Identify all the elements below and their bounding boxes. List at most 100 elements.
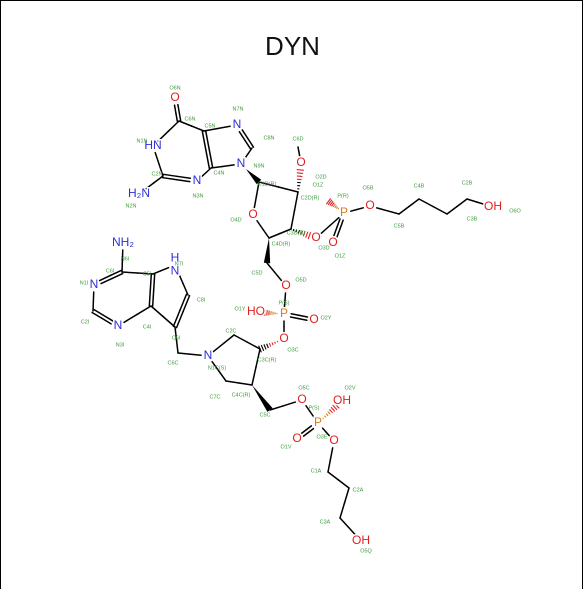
bond-PB-O5B	[351, 208, 363, 211]
atom-annotation: C4D(R)	[272, 241, 291, 247]
atom-annotation: C1A	[311, 468, 322, 474]
bond-O3E-C1A	[328, 448, 333, 472]
atom-symbol-o3e: O	[329, 433, 338, 447]
bond-C9I-C8I	[173, 294, 189, 327]
atom-symbol-o3c: O	[279, 331, 288, 345]
bond-O4D-C4D	[257, 221, 269, 238]
atom-annotation: C8N	[263, 135, 274, 141]
bond-O5B-C5B	[377, 208, 399, 214]
atom-annotation: C6I	[106, 268, 115, 274]
bond-layer	[92, 105, 486, 536]
atom-annotation: N3I	[116, 342, 125, 348]
atom-annotation: C6C	[167, 360, 178, 366]
atom-symbol-o2v: OH	[333, 393, 351, 407]
atom-symbol-o6: O	[170, 90, 179, 104]
bond-C8-N9	[245, 148, 252, 158]
atom-annotation: C4C(R)	[232, 392, 251, 398]
bond-C4I-C9I	[151, 306, 175, 327]
atom-annotation: N1N	[136, 138, 147, 144]
atom-annotation: C3A	[320, 519, 331, 525]
bond-C7C-C4C	[226, 381, 252, 385]
atom-annotation: C2D(R)	[301, 195, 320, 201]
atom-annotation: C4I	[143, 324, 152, 330]
atom-annotation: C3B	[467, 216, 478, 222]
atom-annotation: P(S)	[309, 405, 320, 411]
atom-symbol-o2y: O	[309, 312, 318, 326]
bond-C1A-C2A	[328, 472, 349, 488]
bond-O6-C6	[175, 105, 181, 122]
atom-symbol-n1i: N	[90, 277, 99, 291]
atom-annotation: O6N	[169, 85, 180, 91]
atom-symbol-o5d: O	[281, 278, 290, 292]
atom-annotation: P(R)	[337, 193, 348, 199]
bond-PY-O2Y	[291, 314, 308, 321]
atom-annotation: N2N	[125, 203, 136, 209]
bond-C4I-N3I	[124, 306, 151, 322]
atom-annotation: C5D	[251, 270, 262, 276]
atom-annotation: C3D(R)	[287, 230, 306, 236]
bond-N9-C4	[211, 165, 234, 168]
atom-annotation: O2Y	[320, 315, 331, 321]
bond-C2D-O2D	[297, 170, 304, 192]
atom-symbol-o5b: O	[365, 198, 374, 212]
bond-C4-C5	[202, 131, 212, 169]
bond-C3B-C2B	[447, 199, 467, 214]
atom-symbol-p_b: P	[340, 205, 348, 219]
atom-symbol-n9: N	[237, 156, 246, 170]
atom-annotation: C2C	[225, 328, 236, 334]
bond-C2A-C3A	[340, 488, 349, 518]
atom-annotation: C3C(R)	[258, 357, 277, 363]
atom-annotation: N1I	[80, 280, 89, 286]
atom-annotation: O4D	[230, 217, 241, 223]
atom-annotation: P(S)	[279, 300, 290, 306]
atom-annotation: O1Z	[335, 253, 346, 259]
atom-annotation: C2B	[462, 180, 473, 186]
atom-symbol-o6o: OH	[484, 199, 502, 213]
atom-symbol-n7: N	[233, 117, 242, 131]
atom-annotation: C5B	[394, 223, 405, 229]
bond-C3C-C2C	[234, 335, 260, 349]
bond-C4C-C3C	[252, 349, 260, 385]
atom-annotation: O5Q	[360, 548, 372, 554]
atom-annotation: O3D	[318, 245, 329, 251]
atom-annotation: N7N	[232, 106, 243, 112]
atom-symbol-o1z: O	[328, 235, 337, 249]
atom-annotation: O3C	[287, 347, 298, 353]
atom-annotation: N6I	[121, 256, 130, 262]
atom-symbol-n1c: N	[204, 348, 213, 362]
atom-symbol-n3i: N	[114, 318, 123, 332]
atom-annotation: C5C	[259, 412, 270, 418]
atom-annotation: C4B	[414, 183, 425, 189]
atom-annotation: C2N	[151, 171, 162, 177]
atom-annotation: C8I	[197, 297, 206, 303]
bond-C6-C5	[179, 121, 204, 131]
atom-annotation: C2I	[81, 319, 90, 325]
bond-C4-N3	[202, 168, 211, 176]
atom-annotation: C5I	[143, 271, 152, 277]
atom-symbol-o5c: O	[297, 392, 306, 406]
atom-annotation: O5C	[298, 385, 309, 391]
atom-symbol-p_v: P	[314, 415, 322, 429]
atom-annotation: C6I	[172, 335, 181, 341]
atom-symbol-n6i: NH₂	[112, 235, 134, 249]
atom-annotation: O1Y	[234, 306, 245, 312]
atom-symbol-o4d: O	[248, 207, 257, 221]
bond-C4B-C3B	[419, 199, 447, 214]
atom-annotation: O3E	[316, 434, 327, 440]
atom-annotation: C2A	[353, 487, 364, 493]
bond-C2I-N1I	[93, 292, 94, 311]
atom-symbol-o5q: OH	[352, 533, 370, 547]
bond-N3I-C2I	[92, 310, 113, 324]
atom-annotation: O5B	[362, 185, 373, 191]
atom-annotation: C6N	[184, 116, 195, 122]
bond-C4C-C5C	[252, 385, 273, 412]
atom-annotation: C4N	[213, 170, 224, 176]
atom-annotation: C6D	[292, 136, 303, 142]
atom-annotation: N7I	[175, 261, 184, 267]
bond-C5D-O5D	[267, 263, 282, 281]
atom-annotation: N1C(S)	[208, 365, 227, 371]
atom-symbol-o3d: O	[311, 230, 320, 244]
atom-annotation: N9N	[253, 163, 264, 169]
